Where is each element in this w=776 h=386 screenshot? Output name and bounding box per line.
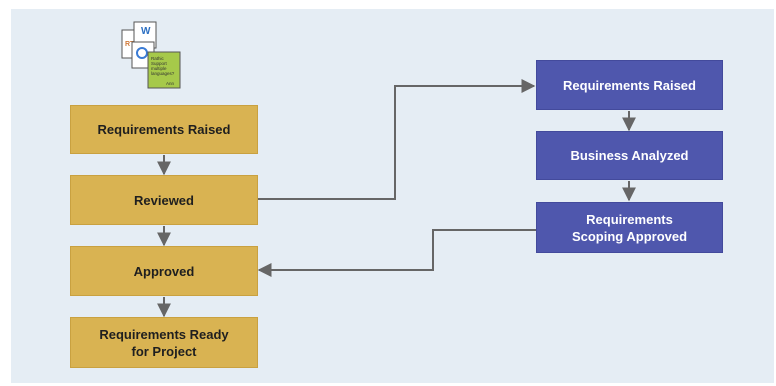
arrow-scoping-to-approved: [257, 229, 536, 277]
business-analyzed-label: Business Analyzed: [570, 148, 689, 163]
left-requirements-raised-label: Requirements Raised: [97, 122, 231, 137]
right-requirements-raised-label: Requirements Raised: [563, 77, 696, 93]
svg-text:languages?: languages?: [151, 71, 175, 76]
right-requirements-raised-box[interactable]: Requirements Raised: [536, 60, 723, 110]
document-icons: RTF W Rathic Support multiple languages?…: [121, 21, 181, 89]
svg-text:Rathic: Rathic: [151, 56, 165, 61]
svg-text:W: W: [141, 26, 151, 37]
sticky-note-icon: Rathic Support multiple languages? Ann: [147, 51, 181, 89]
reviewed-label: Reviewed: [134, 192, 194, 208]
scoping-approved-label-line1: Requirements: [586, 211, 673, 227]
svg-text:Support: Support: [151, 61, 168, 66]
requirements-ready-box[interactable]: Requirements Ready for Project: [70, 317, 258, 368]
svg-text:Ann: Ann: [166, 81, 175, 86]
scoping-approved-box[interactable]: Requirements Scoping Approved: [536, 202, 723, 253]
reviewed-box[interactable]: Reviewed: [70, 175, 258, 225]
svg-text:multiple: multiple: [151, 66, 167, 71]
approved-box[interactable]: Approved: [70, 246, 258, 296]
approved-label: Approved: [133, 263, 195, 279]
arrow-reviewed-to-right-flow: [258, 79, 536, 200]
scoping-approved-label-line2: Scoping Approved: [571, 228, 688, 244]
business-analyzed-box[interactable]: Business Analyzed: [536, 131, 723, 180]
requirements-ready-label-line1: Requirements Ready: [99, 326, 229, 342]
requirements-ready-label-line2: for Project: [131, 343, 197, 359]
left-requirements-raised-box[interactable]: Requirements Raised: [70, 105, 258, 154]
